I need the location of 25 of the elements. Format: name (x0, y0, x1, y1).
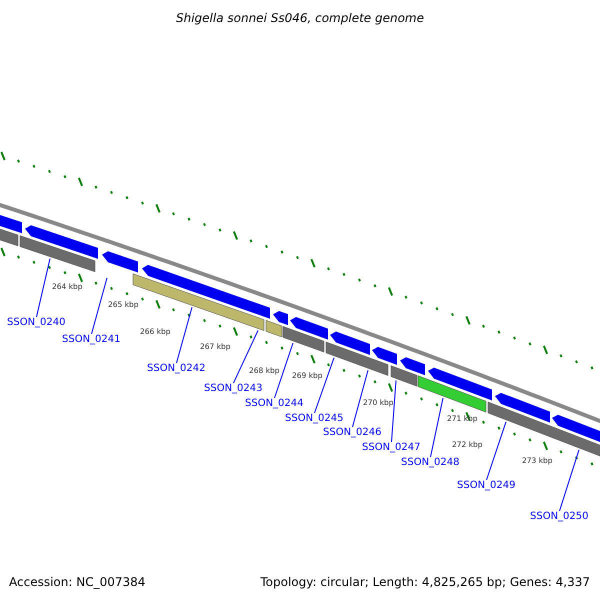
leader-line (176, 306, 192, 364)
gene-label: SSON_0250 (530, 512, 588, 522)
leader-line (430, 398, 444, 458)
gene-label: SSON_0242 (147, 364, 206, 374)
leader-line (486, 421, 506, 480)
gene-label: SSON_0244 (245, 399, 304, 409)
leader-line (274, 342, 294, 398)
title: Shigella sonnei Ss046, complete genome (174, 12, 425, 24)
gene-label: SSON_0247 (362, 443, 420, 453)
accession-label: Accession: NC_007384 (9, 576, 146, 588)
genome-info-label: Topology: circular; Length: 4,825,265 bp; Genes: 4,337 (260, 576, 590, 588)
gene-label: SSON_0246 (323, 428, 382, 438)
gene-label: SSON_0249 (457, 481, 516, 491)
leader-line (559, 449, 580, 512)
gene-label: SSON_0240 (7, 318, 66, 328)
gene-label: SSON_0245 (285, 414, 344, 424)
leader-line (391, 380, 396, 442)
gene-label: SSON_0248 (401, 458, 460, 468)
leader-line (233, 330, 258, 384)
leader-line (91, 277, 108, 334)
gene-label: SSON_0241 (62, 335, 120, 345)
leader-line (352, 370, 368, 428)
gene-label: SSON_0243 (204, 384, 262, 394)
leader-line (36, 258, 50, 318)
leader-line (314, 357, 334, 414)
